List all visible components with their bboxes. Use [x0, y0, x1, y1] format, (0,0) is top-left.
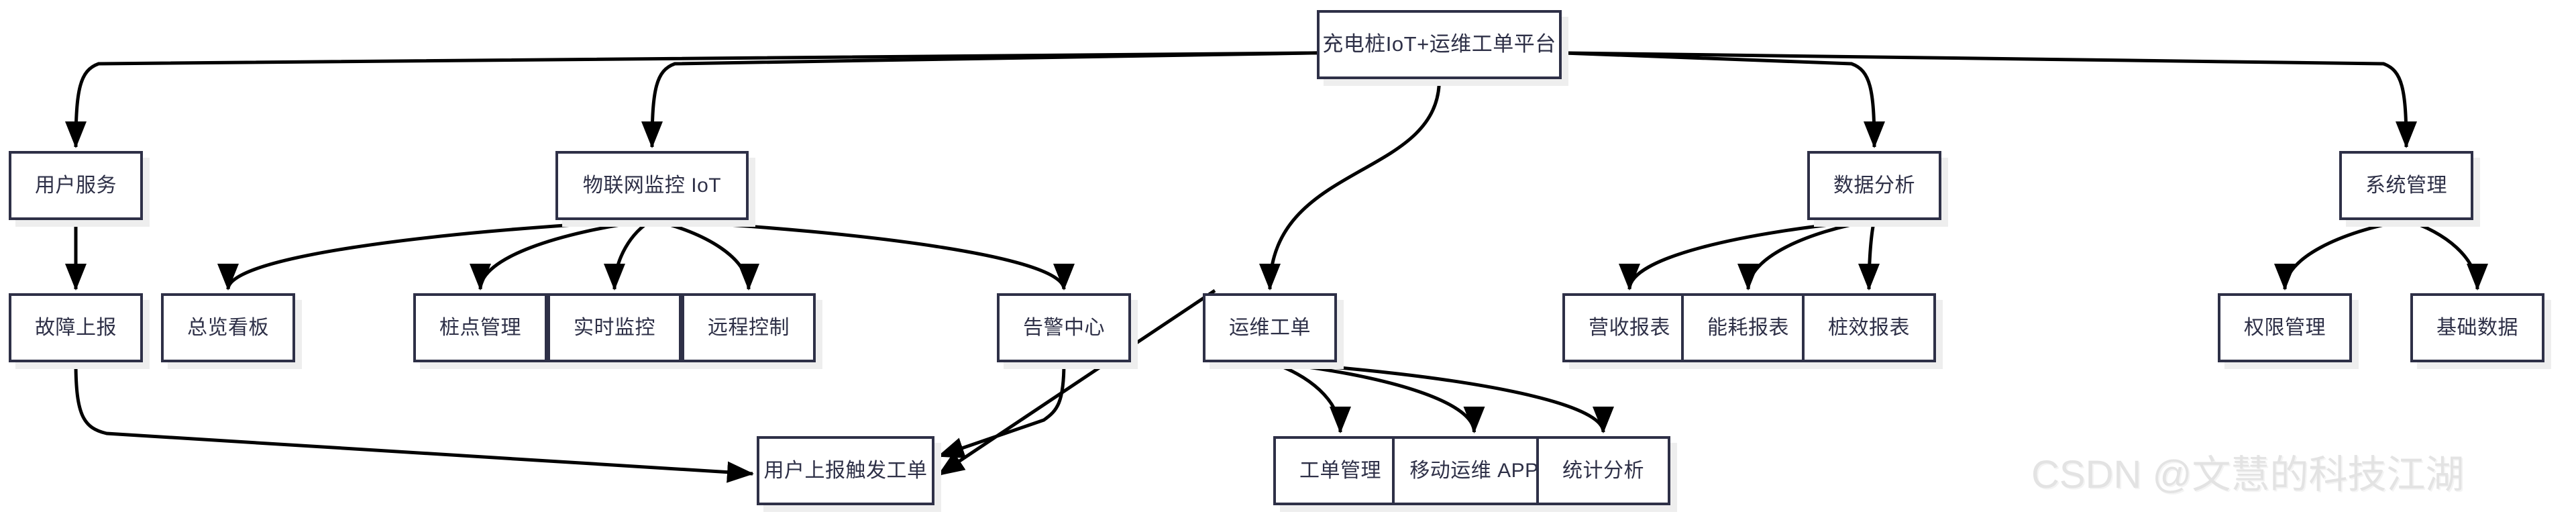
node-label-realtime: 实时监控 [574, 317, 655, 339]
node-sysadmin[interactable]: 系统管理 [2339, 151, 2473, 220]
edge-analytics-to-pileperf [1858, 219, 1880, 291]
node-label-statistic: 统计分析 [1562, 460, 1644, 482]
edge-analytics-to-revenue [1619, 218, 1875, 291]
node-label-workorder: 运维工单 [1229, 317, 1311, 339]
edge-iot-to-alarm [651, 218, 1075, 291]
node-analytics[interactable]: 数据分析 [1807, 151, 1941, 220]
edge-workorder-to-womanage [1269, 360, 1351, 433]
edge-sysadmin-to-basedata [2406, 218, 2488, 291]
edge-analytics-to-energy [1737, 218, 1875, 291]
edge-fault-to-trigger [74, 362, 754, 483]
node-perm[interactable]: 权限管理 [2218, 293, 2352, 362]
node-dashboard[interactable]: 总览看板 [161, 293, 295, 362]
node-workorder[interactable]: 运维工单 [1203, 293, 1337, 362]
node-label-iot: 物联网监控 IoT [582, 174, 722, 197]
edge-workorder-to-mobileapp [1269, 360, 1485, 433]
edge-root-to-iot [641, 51, 1318, 149]
edge-paths [65, 51, 2488, 483]
node-label-pileperf: 桩效报表 [1828, 317, 1910, 339]
node-womanage[interactable]: 工单管理 [1273, 436, 1407, 505]
watermark: CSDN @文慧的科技江湖 [2031, 453, 2465, 497]
node-pileperf[interactable]: 桩效报表 [1802, 293, 1936, 362]
edge-iot-to-realtime [604, 218, 653, 291]
node-alarm[interactable]: 告警中心 [997, 293, 1131, 362]
node-label-dashboard: 总览看板 [187, 317, 269, 339]
node-label-fault: 故障上报 [35, 317, 117, 339]
node-energy[interactable]: 能耗报表 [1681, 293, 1815, 362]
node-trigger[interactable]: 用户上报触发工单 [757, 436, 934, 505]
node-label-analytics: 数据分析 [1833, 174, 1915, 197]
edge-root-to-user [65, 51, 1318, 149]
node-basedata[interactable]: 基础数据 [2410, 293, 2544, 362]
node-revenue[interactable]: 营收报表 [1562, 293, 1697, 362]
node-label-trigger: 用户上报触发工单 [763, 460, 928, 482]
node-root[interactable]: 充电桩IoT+运维工单平台 [1317, 10, 1562, 79]
node-fault[interactable]: 故障上报 [9, 293, 143, 362]
node-label-alarm: 告警中心 [1023, 317, 1105, 339]
node-label-mobileapp: 移动运维 APP [1409, 460, 1539, 482]
node-label-perm: 权限管理 [2244, 317, 2326, 339]
node-realtime[interactable]: 实时监控 [547, 293, 682, 362]
edge-sysadmin-to-perm [2274, 218, 2407, 291]
node-label-root: 充电桩IoT+运维工单平台 [1322, 32, 1556, 56]
node-label-remote: 远程控制 [708, 317, 790, 339]
edge-workorder-to-statistic [1269, 360, 1614, 433]
node-user[interactable]: 用户服务 [9, 151, 143, 220]
edge-root-to-sysadmin [1561, 51, 2417, 149]
node-mobileapp[interactable]: 移动运维 APP [1392, 436, 1556, 505]
node-statistic[interactable]: 统计分析 [1536, 436, 1670, 505]
node-label-pile: 桩点管理 [439, 317, 521, 339]
edge-alarm-to-trigger [937, 362, 1066, 458]
edge-iot-to-pile [470, 218, 653, 291]
edge-root-to-workorder [1259, 79, 1441, 291]
node-label-energy: 能耗报表 [1707, 317, 1789, 339]
edge-iot-to-remote [651, 218, 759, 291]
node-iot[interactable]: 物联网监控 IoT [555, 151, 749, 220]
node-label-sysadmin: 系统管理 [2365, 174, 2447, 197]
edge-root-to-analytics [1561, 51, 1885, 149]
node-label-user: 用户服务 [35, 174, 117, 197]
node-pile[interactable]: 桩点管理 [413, 293, 547, 362]
node-label-basedata: 基础数据 [2436, 317, 2518, 339]
node-remote[interactable]: 远程控制 [682, 293, 816, 362]
edge-iot-to-dashboard [217, 218, 653, 291]
node-label-revenue: 营收报表 [1589, 317, 1670, 339]
node-label-womanage: 工单管理 [1299, 460, 1381, 482]
